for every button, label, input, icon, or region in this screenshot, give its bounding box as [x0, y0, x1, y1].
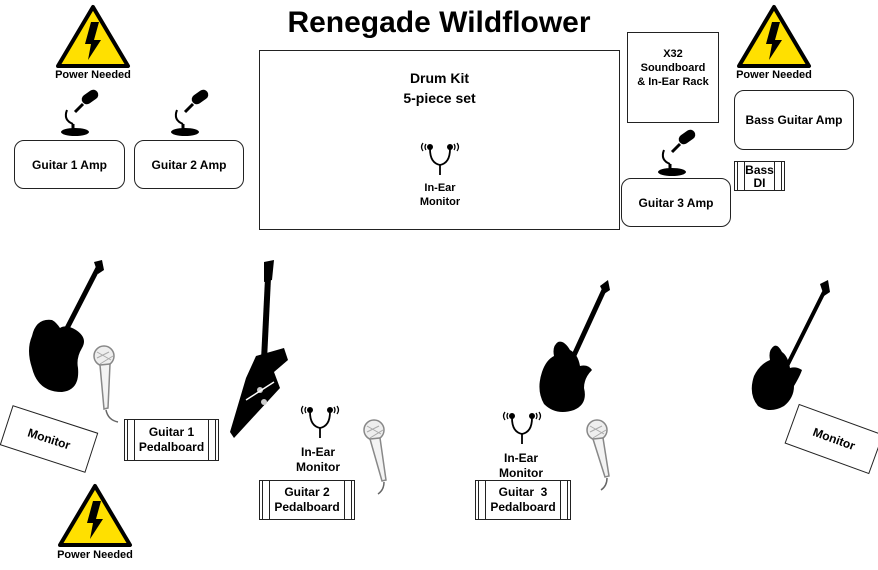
pedalboard-label-line1: Guitar 1	[148, 425, 195, 439]
guitar-2-pedalboard: Guitar 2 Pedalboard	[259, 480, 355, 520]
pedalboard-label-line1: Guitar 3	[498, 485, 548, 499]
in-ear-monitor-label-line2: Monitor	[296, 460, 340, 474]
in-ear-monitor-label-line2: Monitor	[499, 466, 543, 480]
guitar-3-amp: Guitar 3 Amp	[621, 178, 731, 227]
amp-microphone-icon	[171, 89, 209, 136]
in-ear-monitor-icon	[300, 405, 340, 438]
guitar-2-amp: Guitar 2 Amp	[134, 140, 244, 189]
guitar-1-pedalboard: Guitar 1 Pedalboard	[124, 419, 219, 461]
pedalboard-label-line2: Pedalboard	[274, 500, 340, 514]
guitar-3-pedalboard: Guitar 3 Pedalboard	[475, 480, 571, 520]
high-voltage-warning-icon	[56, 5, 130, 68]
vocal-microphone-icon	[586, 419, 610, 491]
pedalboard-label-line2: Pedalboard	[138, 440, 205, 454]
pedalboard-label-line1: Guitar 2	[284, 485, 330, 499]
x32-soundboard-rack: X32 Soundboard & In-Ear Rack	[627, 32, 719, 123]
amp-microphone-icon	[658, 129, 696, 176]
drum-kit-area: Drum Kit 5-piece set In-Ear Monitor	[259, 50, 620, 230]
guitar-2-icon	[230, 260, 288, 438]
soundboard-label-line2: Soundboard	[640, 62, 706, 74]
high-voltage-warning-icon	[737, 5, 811, 68]
bass-di-box: Bass DI	[734, 161, 785, 191]
soundboard-label-line1: X32	[663, 48, 683, 60]
power-needed-label: Power Needed	[57, 549, 133, 561]
in-ear-monitor-icon	[420, 142, 460, 175]
in-ear-monitor-label-line1: In-Ear	[503, 451, 538, 465]
bass-guitar-amp: Bass Guitar Amp	[734, 90, 854, 150]
pedalboard-label-line2: Pedalboard	[490, 500, 556, 514]
in-ear-monitor-icon	[502, 411, 542, 444]
power-needed-label: Power Needed	[55, 69, 131, 81]
guitar-1-amp: Guitar 1 Amp	[14, 140, 125, 189]
floor-monitor-right: Monitor	[784, 403, 878, 475]
guitar-1-icon	[29, 260, 104, 392]
in-ear-monitor-label-line2: Monitor	[419, 196, 461, 208]
amp-microphone-icon	[61, 89, 99, 136]
vocal-microphone-icon	[93, 345, 119, 423]
power-needed-label: Power Needed	[736, 69, 812, 81]
in-ear-monitor-label-line1: In-Ear	[424, 182, 456, 194]
guitar-3-icon	[539, 280, 610, 412]
bass-di-label-line2: DI	[753, 176, 766, 190]
vocal-microphone-icon	[363, 419, 387, 495]
high-voltage-warning-icon	[58, 484, 132, 547]
drum-kit-label: Drum Kit	[409, 70, 470, 86]
bass-di-label-line1: Bass	[745, 163, 774, 177]
in-ear-monitor-label-line1: In-Ear	[300, 445, 335, 459]
drum-kit-description: 5-piece set	[403, 90, 476, 106]
soundboard-label-line3: & In-Ear Rack	[637, 76, 709, 88]
floor-monitor-left: Monitor	[0, 405, 99, 473]
stage-plot-title: Renegade Wildflower	[287, 6, 591, 39]
bass-guitar-icon	[751, 280, 830, 410]
